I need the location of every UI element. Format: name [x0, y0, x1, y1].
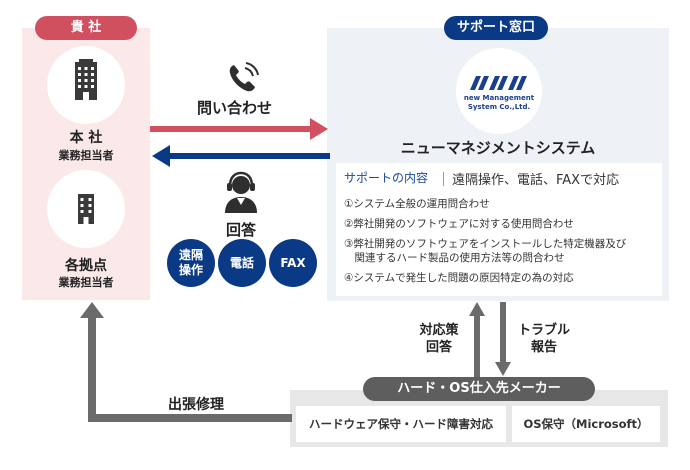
hq-title: 本 社 [69, 130, 103, 146]
trouble-label: トラブル 報告 [517, 323, 570, 355]
hardware-maintenance-box: ハードウェア保守・ハード障害対応 [296, 406, 506, 442]
hq-circle [47, 46, 125, 124]
building-icon [75, 59, 97, 100]
remote-operation-bubble: 遠隔 操作 [167, 239, 215, 287]
inquiry-arrow [150, 118, 328, 140]
support-item: ③弊社開発のソフトウェアをインストールした特定機器及び [344, 238, 627, 250]
company-logo-icon [470, 76, 527, 90]
support-item: ①システム全般の運用問合わせ [344, 198, 490, 210]
office-icon [78, 194, 94, 224]
inquiry-label: 問い合わせ [197, 99, 273, 117]
onsite-repair-arrow [80, 302, 292, 422]
branch-circle [47, 170, 125, 248]
countermeasure-up-arrow [469, 302, 485, 378]
phone-bubble: 電話 [218, 239, 266, 287]
fax-bubble: FAX [269, 239, 317, 287]
answer-arrow [152, 145, 330, 167]
support-label: サポート窓口 [444, 16, 548, 40]
support-item: ②弊社開発のソフトウェアに対する使用問合わせ [344, 218, 574, 230]
headset-icon [225, 171, 257, 213]
branch-subtitle: 業務担当者 [58, 276, 114, 289]
answer-label: 回答 [226, 221, 257, 239]
onsite-repair-label: 出張修理 [168, 397, 224, 413]
client-label: 貴 社 [35, 16, 137, 40]
support-separator [443, 172, 444, 186]
support-content-box: サポートの内容 遠隔操作、電話、FAXで対応 ①システム全般の運用問合わせ ②弊… [336, 163, 662, 296]
countermeasure-label: 対応策 回答 [419, 323, 459, 355]
hq-subtitle: 業務担当者 [58, 149, 114, 162]
support-item: 関連するハード製品の使用方法等の問合わせ [344, 252, 565, 264]
vendor-label: ハード・OS仕入先メーカー [363, 377, 595, 401]
support-item: ④システムで発生した問題の原因特定の為の対応 [344, 272, 574, 284]
support-title: 遠隔操作、電話、FAXで対応 [452, 173, 620, 188]
branch-title: 各拠点 [65, 258, 107, 274]
logo-text-line1: new Management [463, 94, 535, 102]
logo-circle: new Management System Co.,Ltd. [456, 48, 542, 134]
logo-text-line2: System Co.,Ltd. [467, 103, 531, 111]
os-maintenance-box: OS保守（Microsoft） [512, 406, 660, 442]
support-header: サポートの内容 [344, 171, 429, 185]
phone-icon [229, 62, 259, 92]
trouble-down-arrow [495, 302, 511, 376]
company-name: ニューマネジメントシステム [400, 139, 596, 157]
